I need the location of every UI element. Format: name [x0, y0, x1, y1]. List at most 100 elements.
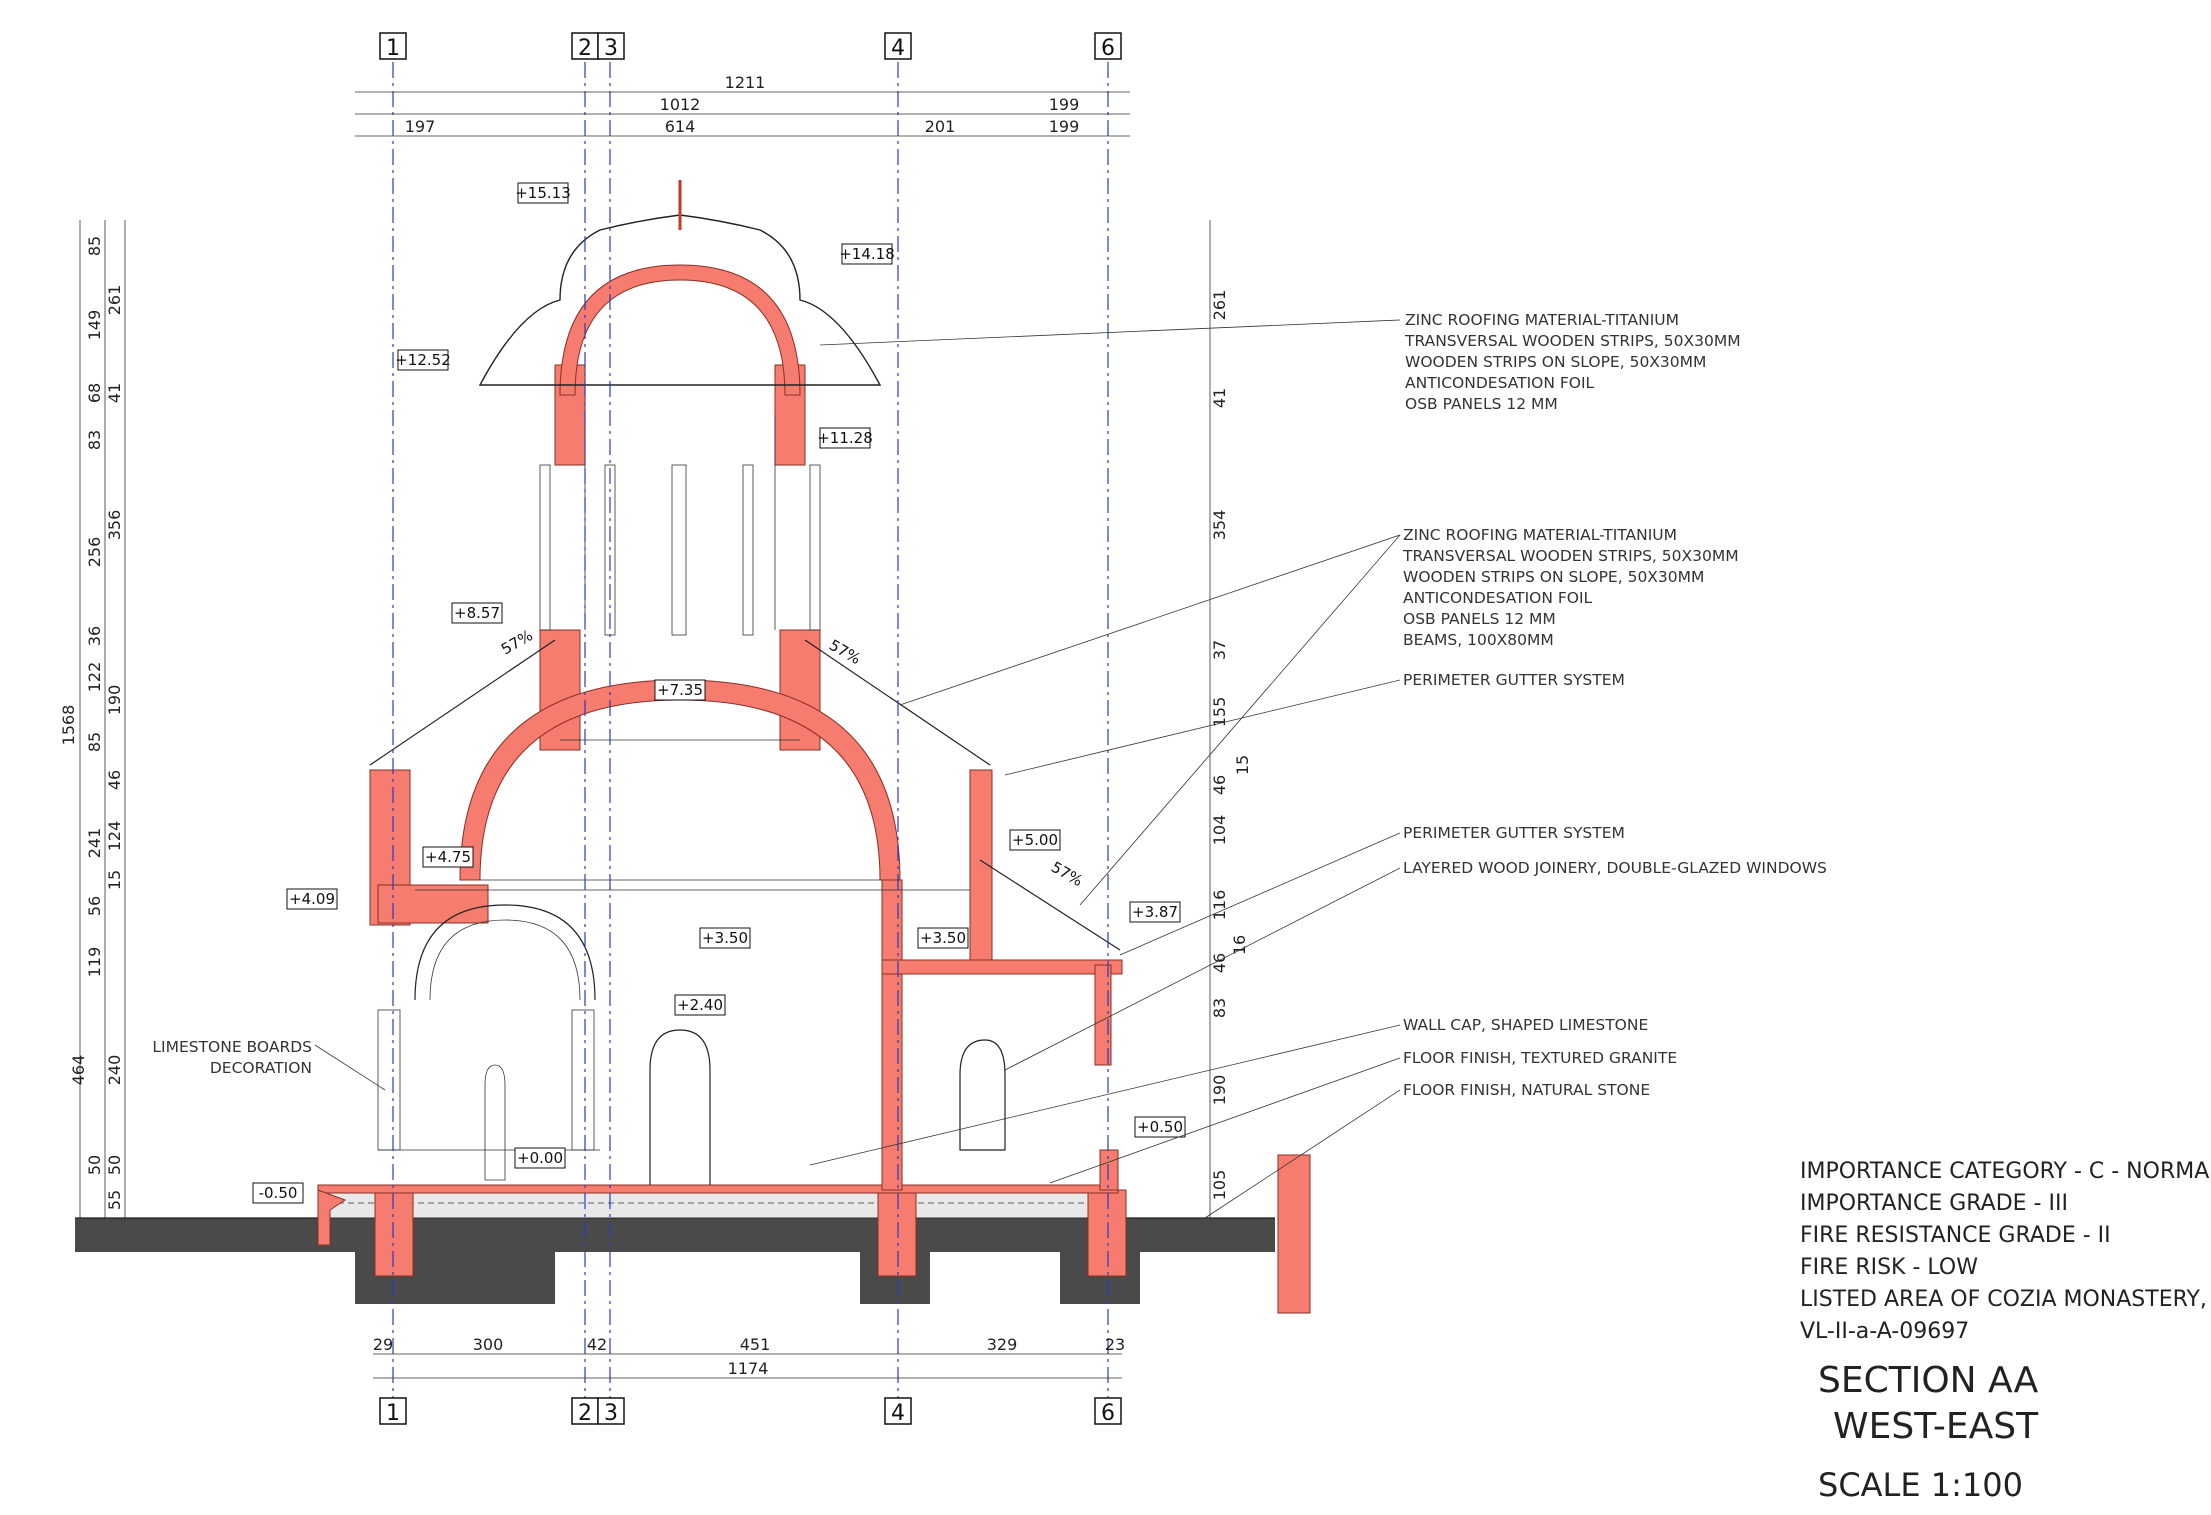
note-limestone: LIMESTONE BOARDS DECORATION	[152, 1038, 312, 1077]
svg-text:+0.50: +0.50	[1137, 1118, 1183, 1136]
info-block: IMPORTANCE CATEGORY - C - NORMAL IMPORTA…	[1800, 1159, 2211, 1344]
svg-text:29: 29	[373, 1335, 393, 1354]
svg-text:85: 85	[85, 732, 104, 752]
svg-text:WOODEN STRIPS ON SLOPE, 50X30M: WOODEN STRIPS ON SLOPE, 50X30MM	[1403, 568, 1704, 586]
svg-text:+4.75: +4.75	[425, 848, 471, 866]
svg-text:DECORATION: DECORATION	[210, 1059, 312, 1077]
axis-markers-bottom: 1 2 3 4 6	[379, 1397, 1122, 1426]
svg-text:105: 105	[1210, 1170, 1229, 1201]
svg-text:329: 329	[987, 1335, 1018, 1354]
svg-text:68: 68	[85, 383, 104, 403]
svg-text:155: 155	[1210, 697, 1229, 728]
svg-text:119: 119	[85, 947, 104, 978]
svg-text:6: 6	[1101, 1401, 1115, 1426]
svg-text:ANTICONDESATION FOIL: ANTICONDESATION FOIL	[1405, 374, 1595, 392]
svg-text:104: 104	[1210, 815, 1229, 846]
svg-text:300: 300	[473, 1335, 504, 1354]
svg-text:4: 4	[891, 36, 905, 61]
svg-text:+2.40: +2.40	[677, 996, 723, 1014]
svg-text:+4.09: +4.09	[289, 890, 335, 908]
note-windows: LAYERED WOOD JOINERY, DOUBLE-GLAZED WIND…	[1403, 859, 1827, 877]
svg-text:57%: 57%	[826, 636, 864, 668]
svg-text:FIRE RESISTANCE GRADE - II: FIRE RESISTANCE GRADE - II	[1800, 1223, 2111, 1248]
svg-text:WEST-EAST: WEST-EAST	[1833, 1406, 2039, 1447]
svg-text:451: 451	[740, 1335, 771, 1354]
svg-text:46: 46	[1210, 775, 1229, 795]
svg-text:+5.00: +5.00	[1012, 831, 1058, 849]
svg-text:-0.50: -0.50	[259, 1184, 298, 1202]
svg-text:149: 149	[85, 310, 104, 341]
svg-text:WOODEN STRIPS ON SLOPE, 50X30M: WOODEN STRIPS ON SLOPE, 50X30MM	[1405, 353, 1706, 371]
svg-text:190: 190	[105, 685, 124, 716]
upper-dome	[559, 264, 801, 396]
left-dimensions: 1568 85 149 68 83 256 36 122 85 241 56 1…	[59, 220, 126, 1220]
bottom-dimensions: 29 300 42 451 329 23 1174	[373, 1335, 1125, 1379]
grid-lines	[392, 62, 1109, 1405]
svg-text:+7.35: +7.35	[657, 681, 703, 699]
svg-text:190: 190	[1210, 1075, 1229, 1106]
svg-text:TRANSVERSAL WOODEN STRIPS, 50X: TRANSVERSAL WOODEN STRIPS, 50X30MM	[1402, 547, 1739, 565]
note-wall-cap: WALL CAP, SHAPED LIMESTONE	[1403, 1016, 1648, 1034]
svg-text:261: 261	[1210, 290, 1229, 321]
svg-text:57%: 57%	[1048, 858, 1086, 890]
svg-text:56: 56	[85, 896, 104, 916]
scale-label: SCALE 1:100	[1818, 1466, 2023, 1504]
right-dimensions: 261 41 354 37 155 46 15 104 116 16 46 83…	[1209, 220, 1252, 1220]
svg-text:116: 116	[1210, 890, 1229, 921]
svg-text:ANTICONDESATION FOIL: ANTICONDESATION FOIL	[1403, 589, 1593, 607]
svg-text:+8.57: +8.57	[454, 604, 500, 622]
svg-text:15: 15	[105, 870, 124, 890]
svg-text:42: 42	[587, 1335, 607, 1354]
svg-text:354: 354	[1210, 510, 1229, 541]
leader-lines	[314, 319, 1401, 1219]
svg-text:IMPORTANCE CATEGORY - C - NORM: IMPORTANCE CATEGORY - C - NORMAL	[1800, 1159, 2211, 1184]
svg-text:2: 2	[578, 36, 592, 61]
svg-text:83: 83	[1210, 998, 1229, 1018]
svg-text:23: 23	[1105, 1335, 1125, 1354]
svg-text:LIMESTONE BOARDS: LIMESTONE BOARDS	[152, 1038, 312, 1056]
svg-text:6: 6	[1101, 36, 1115, 61]
roofs	[369, 180, 1121, 951]
svg-text:+0.00: +0.00	[517, 1149, 563, 1167]
note-floor-granite: FLOOR FINISH, TEXTURED GRANITE	[1403, 1049, 1677, 1067]
svg-text:356: 356	[105, 510, 124, 541]
svg-text:85: 85	[85, 236, 104, 256]
svg-text:TRANSVERSAL WOODEN STRIPS, 50X: TRANSVERSAL WOODEN STRIPS, 50X30MM	[1404, 332, 1741, 350]
svg-text:197: 197	[405, 117, 436, 136]
svg-text:+15.13: +15.13	[515, 184, 571, 202]
section-title: SECTION AA WEST-EAST	[1818, 1360, 2039, 1447]
svg-text:FIRE RISK - LOW: FIRE RISK - LOW	[1800, 1255, 1978, 1280]
svg-text:1174: 1174	[728, 1359, 769, 1378]
svg-text:41: 41	[1210, 388, 1229, 408]
svg-text:199: 199	[1049, 95, 1080, 114]
svg-text:VL-II-a-A-09697: VL-II-a-A-09697	[1800, 1319, 1969, 1344]
svg-text:SECTION AA: SECTION AA	[1818, 1360, 2039, 1401]
svg-text:37: 37	[1210, 640, 1229, 660]
svg-text:50: 50	[105, 1155, 124, 1175]
svg-text:+12.52: +12.52	[395, 351, 451, 369]
svg-text:1: 1	[386, 1401, 400, 1426]
svg-text:50: 50	[85, 1155, 104, 1175]
svg-text:464: 464	[69, 1055, 88, 1086]
svg-text:LISTED AREA OF COZIA MONASTERY: LISTED AREA OF COZIA MONASTERY, LMI	[1800, 1287, 2211, 1312]
note-gutter-2: PERIMETER GUTTER SYSTEM	[1403, 824, 1625, 842]
svg-text:1568: 1568	[59, 705, 78, 746]
lower-dome	[459, 679, 901, 881]
level-tags: +15.13 +14.18 +12.52 +11.28 +8.57 +7.35 …	[252, 182, 1186, 1204]
svg-text:240: 240	[105, 1055, 124, 1086]
svg-text:ZINC ROOFING MATERIAL-TITANIUM: ZINC ROOFING MATERIAL-TITANIUM	[1405, 311, 1679, 329]
svg-text:241: 241	[85, 828, 104, 859]
svg-text:OSB PANELS 12 MM: OSB PANELS 12 MM	[1403, 610, 1556, 628]
svg-text:1: 1	[386, 36, 400, 61]
svg-text:15: 15	[1233, 755, 1252, 775]
svg-text:1012: 1012	[660, 95, 701, 114]
svg-text:614: 614	[665, 117, 696, 136]
porch	[377, 904, 1006, 1185]
svg-text:1211: 1211	[725, 73, 766, 92]
svg-text:16: 16	[1230, 935, 1249, 955]
svg-text:124: 124	[105, 821, 124, 852]
note-roof-upper: ZINC ROOFING MATERIAL-TITANIUM TRANSVERS…	[1404, 311, 1741, 413]
svg-text:201: 201	[925, 117, 956, 136]
svg-text:3: 3	[604, 1401, 618, 1426]
